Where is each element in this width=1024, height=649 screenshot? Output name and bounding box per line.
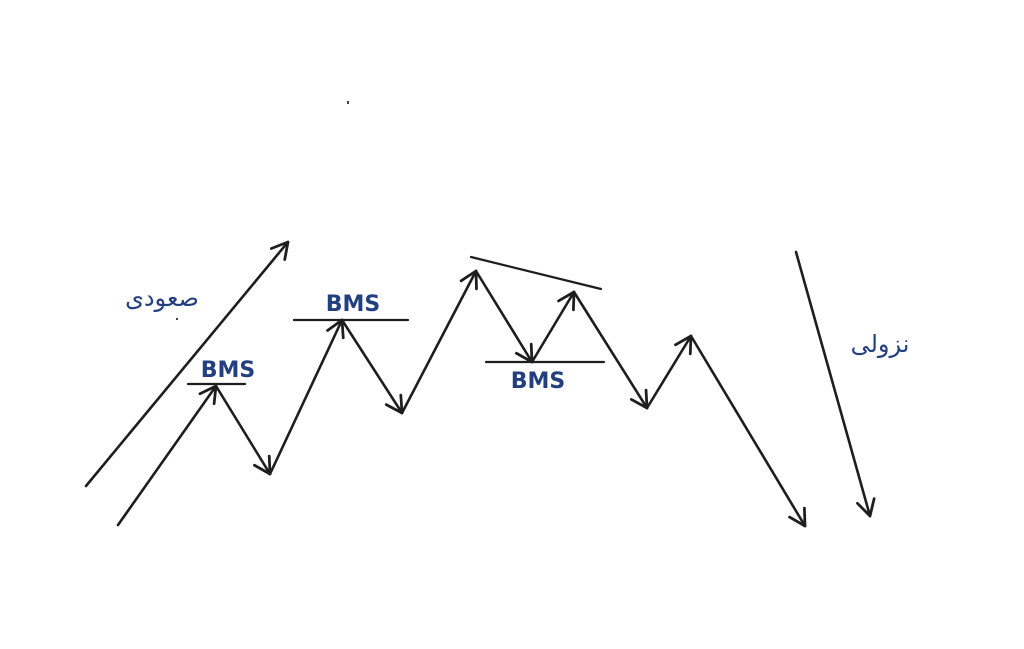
price-leg: [689, 334, 807, 528]
price-leg: [116, 384, 218, 527]
price-path: [116, 269, 807, 528]
bms-label: BMS: [326, 292, 381, 317]
price-leg: [340, 318, 404, 415]
price-leg: [474, 269, 534, 364]
price-leg: [572, 290, 649, 410]
price-leg: [268, 318, 345, 476]
price-leg: [214, 384, 272, 476]
price-leg: [530, 290, 576, 364]
bms-label: BMS: [511, 369, 566, 394]
speck: [347, 101, 349, 104]
downtrend-label: نزولی: [851, 330, 910, 358]
trendline-lower-highs: [469, 255, 603, 291]
bms-label: BMS: [201, 358, 256, 383]
price-leg: [400, 269, 478, 415]
price-leg: [645, 334, 693, 410]
speck: [176, 318, 178, 320]
downtrend-arrow: [794, 250, 876, 518]
uptrend-label: صعودی: [125, 284, 199, 312]
uptrend-arrow: [84, 240, 290, 488]
